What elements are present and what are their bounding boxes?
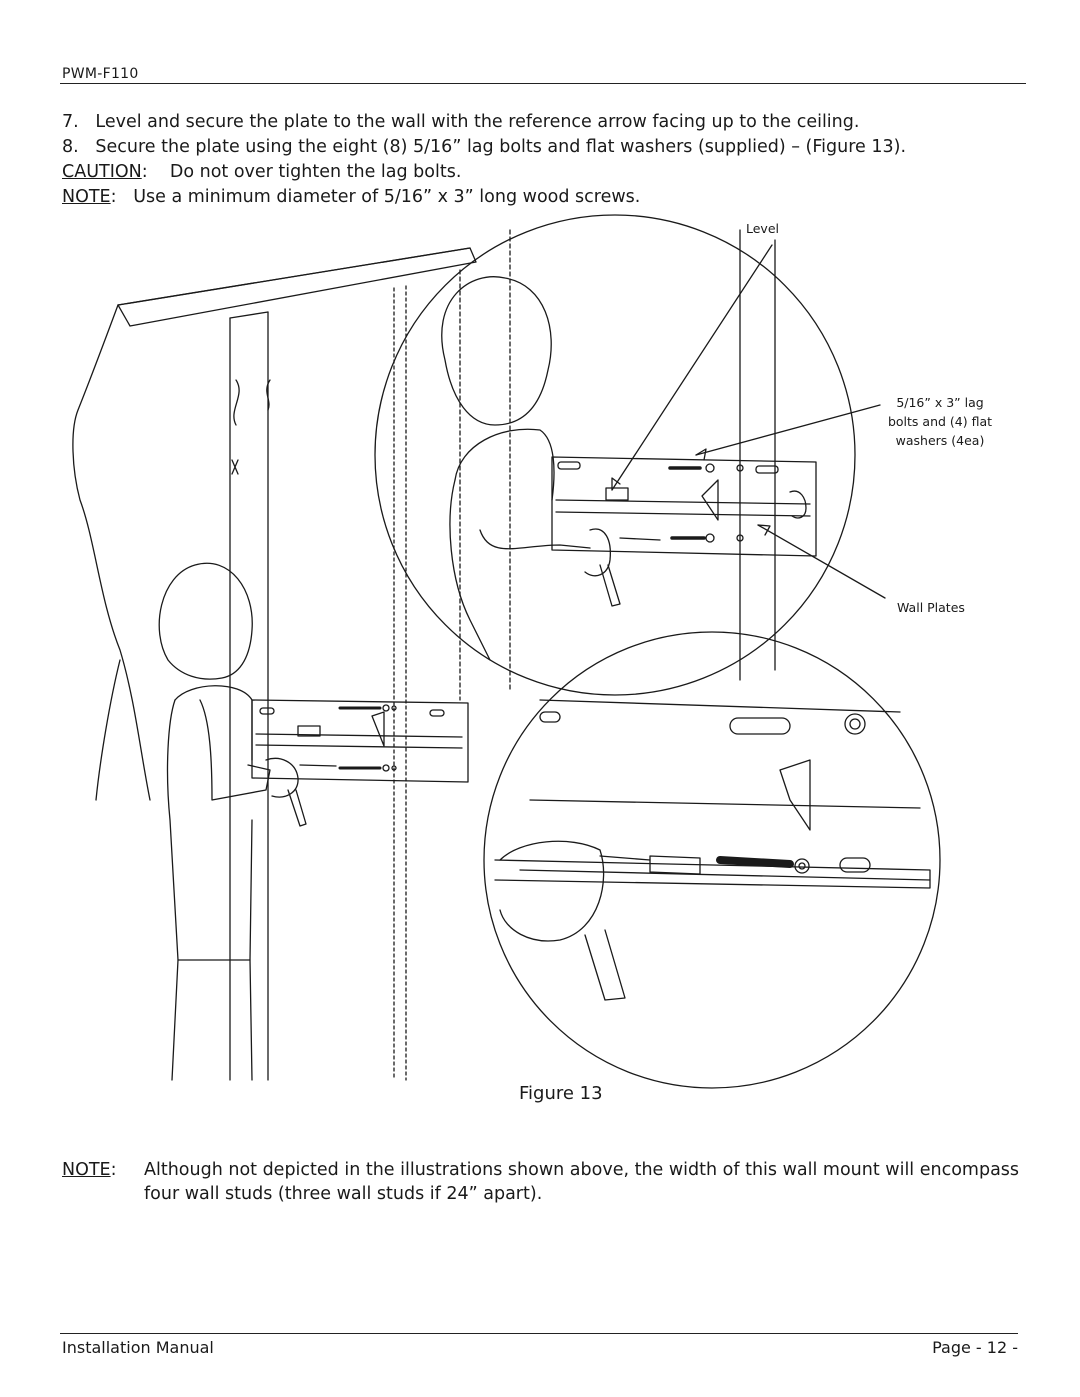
footer-rule [60,1333,1018,1334]
note-top-line: NOTE: Use a minimum diameter of 5/16” x … [62,187,641,207]
footer-page-number: Page - 12 - [932,1338,1018,1357]
model-number: PWM-F110 [62,66,139,82]
wall-framing [72,247,477,1081]
footer-manual-title: Installation Manual [62,1338,214,1357]
caution-text: Do not over tighten the lag bolts. [169,162,462,182]
step-8-text: Secure the plate using the eight (8) 5/1… [95,137,907,157]
step-7: 7. Level and secure the plate to the wal… [62,110,859,134]
note-bottom-label: NOTE [62,1160,111,1180]
caution-label: CAUTION [62,162,142,182]
header-rule [60,83,1026,84]
step-7-text: Level and secure the plate to the wall w… [95,112,860,132]
wall-plates-callout: Wall Plates [897,600,965,615]
lag-bolts-callout-line-1: 5/16” x 3” lag [896,395,984,410]
note-bottom-text: Although not depicted in the illustratio… [144,1160,1020,1204]
step-7-number: 7. [62,112,79,132]
detail-circle-upper [374,214,886,701]
level-callout: Level [746,221,779,236]
note-top-label: NOTE [62,187,111,207]
figure-caption: Figure 13 [519,1083,603,1104]
lag-bolts-callout: 5/16” x 3” lag bolts and (4) flat washer… [880,393,1000,450]
installer-figure-left [158,562,307,1081]
detail-circle-lower [483,631,941,1089]
lag-bolts-callout-line-3: washers (4ea) [895,433,985,448]
note-top-text: Use a minimum diameter of 5/16” x 3” lon… [133,187,641,207]
step-8-number: 8. [62,137,79,157]
wall-plate-left [251,699,469,783]
lag-bolts-callout-line-2: bolts and (4) flat [887,414,993,429]
installation-illustration [72,214,941,1089]
caution-line: CAUTION: Do not over tighten the lag bol… [62,162,462,182]
note-bottom-label-wrap: NOTE: [62,1160,117,1180]
step-8: 8. Secure the plate using the eight (8) … [62,135,906,159]
